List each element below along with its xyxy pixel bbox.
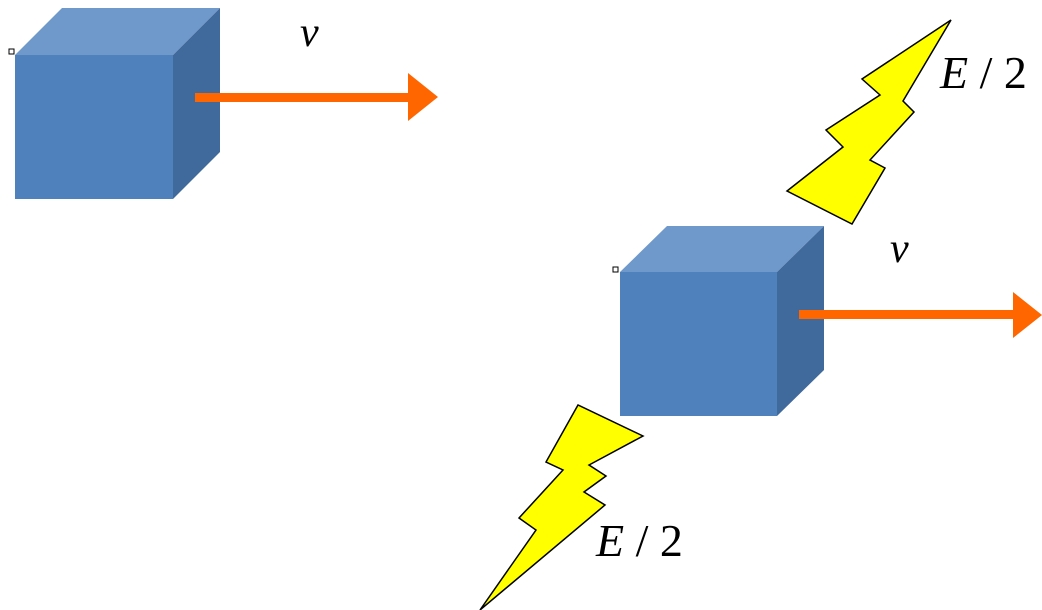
cube-right-top-face xyxy=(620,226,824,272)
lightning-bolt-top xyxy=(785,19,952,225)
cube-left-top-face xyxy=(15,8,220,55)
arrow-right-head xyxy=(1013,292,1042,338)
velocity-label-right: v xyxy=(890,226,909,272)
cube-right xyxy=(612,226,824,416)
lightning-bolt-bottom xyxy=(479,404,645,610)
cube-right-side-face xyxy=(777,226,824,416)
velocity-arrow-left xyxy=(195,73,438,121)
energy-label-top-rest: / 2 xyxy=(968,47,1027,98)
cube-left-front-face xyxy=(15,55,173,199)
cube-left xyxy=(8,8,220,199)
energy-label-top: E / 2 xyxy=(939,47,1027,98)
energy-label-bottom: E / 2 xyxy=(595,515,683,566)
arrow-left-head xyxy=(408,73,438,121)
energy-label-top-symbol: E xyxy=(939,47,968,98)
energy-label-bottom-rest: / 2 xyxy=(624,515,683,566)
cube-right-handle xyxy=(612,266,619,273)
velocity-arrow-right xyxy=(799,292,1042,338)
arrow-left-shaft xyxy=(195,93,413,102)
velocity-label-left: v xyxy=(300,10,319,56)
cube-right-front-face xyxy=(620,272,777,416)
cube-left-side-face xyxy=(173,8,220,199)
arrow-right-shaft xyxy=(799,310,1018,319)
energy-label-bottom-symbol: E xyxy=(595,515,624,566)
cube-left-handle xyxy=(8,48,15,55)
